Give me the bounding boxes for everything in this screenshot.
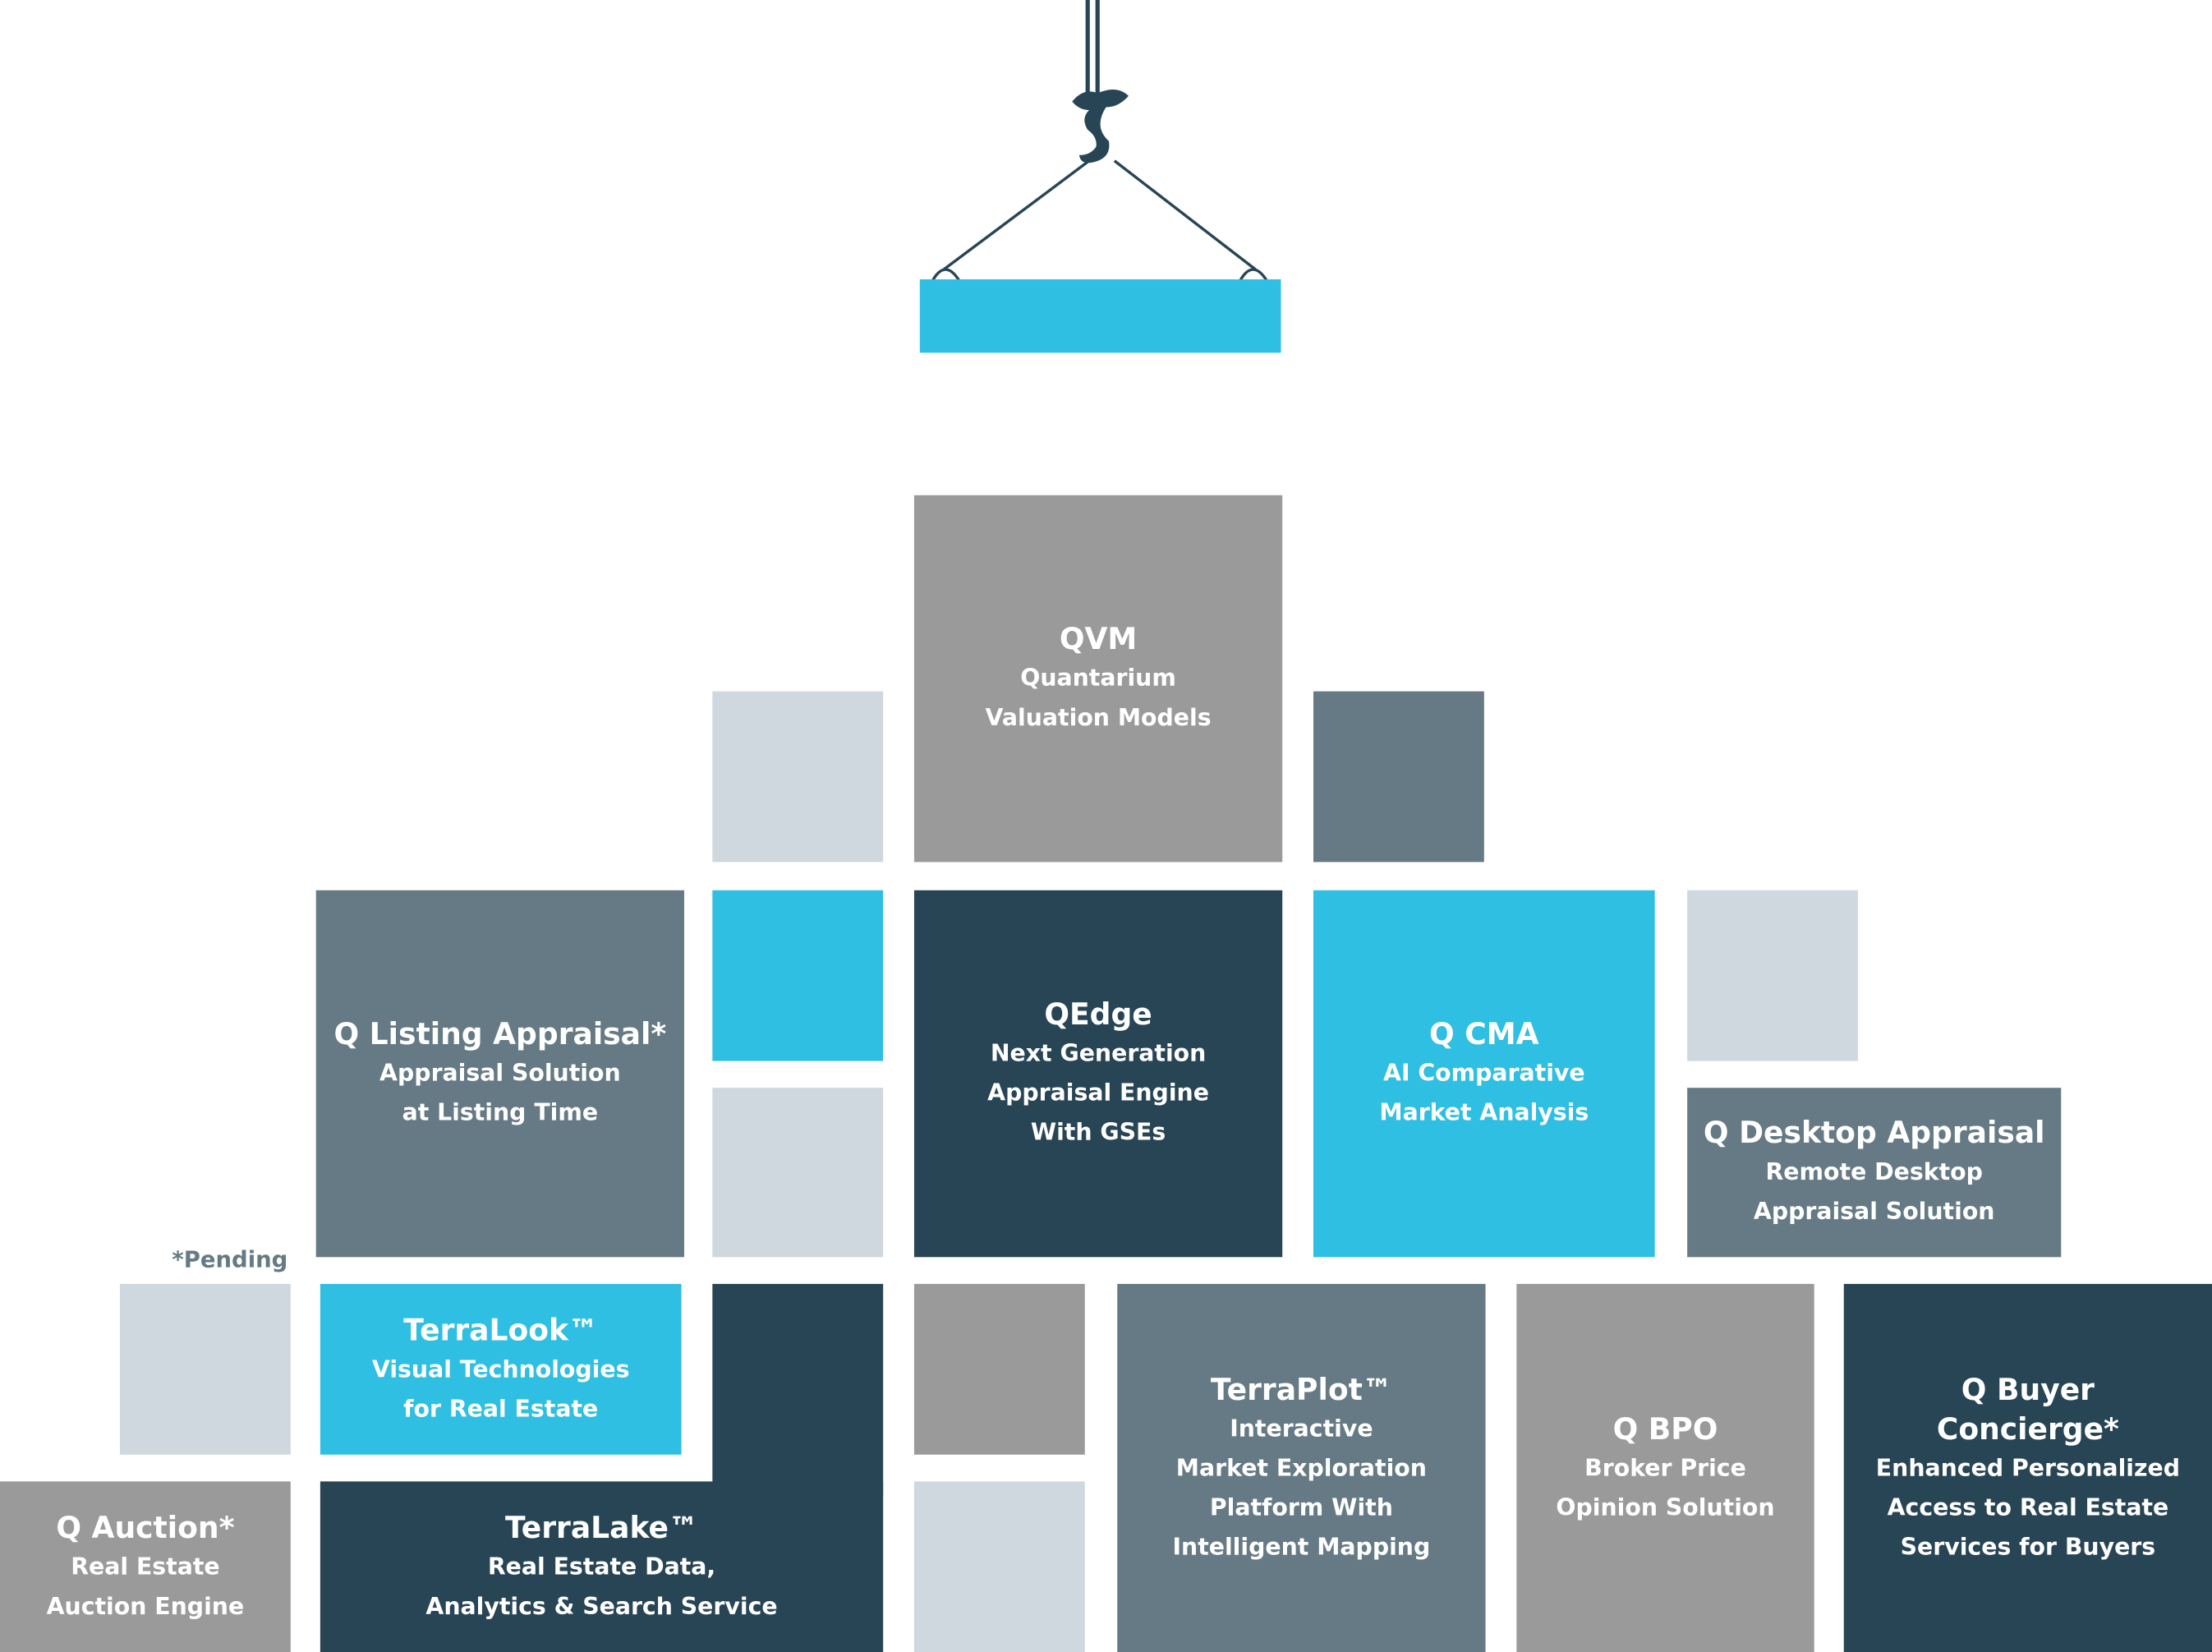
block-title: Q Auction* [56, 1510, 235, 1544]
block-q-auction: Q Auction* Real Estate Auction Engine [0, 1481, 291, 1652]
block-title: Q CMA [1429, 1017, 1539, 1051]
block-title: Q Listing Appraisal* [333, 1017, 667, 1051]
block-desc: Enhanced Personalized [1875, 1453, 2181, 1481]
spacer-block [1687, 890, 1858, 1061]
block-desc: With GSEs [1030, 1118, 1166, 1146]
hanging-beam [919, 279, 1281, 353]
block-desc: Appraisal Solution [379, 1059, 621, 1087]
sling-left [942, 159, 1090, 271]
block-q-desktop-appraisal: Q Desktop Appraisal Remote Desktop Appra… [1687, 1088, 2062, 1258]
block-title: TerraPlot™ [1210, 1372, 1392, 1406]
block-desc: Real Estate [71, 1553, 220, 1580]
spacer-block [712, 890, 884, 1061]
block-qedge: QEdge Next Generation Appraisal Engine W… [913, 890, 1283, 1258]
block-desc: Services for Buyers [1900, 1533, 2156, 1560]
spacer-block [712, 1283, 884, 1496]
block-title: TerraLake™ [504, 1510, 699, 1544]
block-desc: Real Estate Data, [487, 1553, 716, 1580]
block-desc: Opinion Solution [1556, 1493, 1775, 1521]
block-desc: Analytics & Search Service [425, 1592, 778, 1619]
shackle-right [1239, 268, 1268, 282]
block-desc: Valuation Models [985, 704, 1212, 731]
block-desc: Access to Real Estate [1887, 1493, 2169, 1521]
block-desc: Next Generation [990, 1039, 1207, 1067]
pending-note: *Pending [172, 1245, 288, 1273]
spacer-block [712, 691, 884, 863]
spacer-block [1313, 691, 1484, 863]
block-title: QVM [1059, 622, 1138, 656]
block-desc: for Real Estate [403, 1394, 599, 1422]
block-terralook: TerraLook™ Visual Technologies for Real … [320, 1283, 682, 1455]
block-desc: Appraisal Solution [1753, 1198, 1995, 1225]
hook-shape [1072, 89, 1129, 163]
block-desc: Interactive [1230, 1414, 1373, 1442]
block-title: QEdge [1044, 997, 1152, 1032]
block-desc: Market Exploration [1175, 1453, 1427, 1481]
block-title: Q Desktop Appraisal [1703, 1116, 2045, 1150]
block-desc: Intelligent Mapping [1172, 1533, 1431, 1560]
spacer-block [119, 1283, 291, 1455]
block-desc: Market Analysis [1379, 1098, 1589, 1126]
block-desc: Remote Desktop [1765, 1158, 1983, 1185]
block-desc: Visual Technologies [371, 1355, 630, 1383]
block-desc: at Listing Time [402, 1098, 599, 1126]
sling-right [1113, 159, 1257, 271]
spacer-block [913, 1481, 1085, 1652]
block-q-cma: Q CMA AI Comparative Market Analysis [1313, 890, 1655, 1258]
spacer-block [712, 1088, 884, 1258]
block-desc: Appraisal Engine [987, 1079, 1209, 1107]
block-q-bpo: Q BPO Broker Price Opinion Solution [1516, 1283, 1814, 1652]
block-desc: Quantarium [1020, 664, 1176, 692]
block-title: TerraLook™ [403, 1313, 599, 1347]
block-desc: Auction Engine [46, 1592, 245, 1619]
block-title: Q Buyer Concierge* [1936, 1372, 2119, 1446]
block-title: Q BPO [1612, 1411, 1718, 1446]
block-qvm: QVM Quantarium Valuation Models [913, 495, 1283, 863]
block-desc: Platform With [1209, 1493, 1393, 1521]
block-q-listing-appraisal: Q Listing Appraisal* Appraisal Solution … [315, 890, 684, 1258]
block-terraplot: TerraPlot™ Interactive Market Exploratio… [1117, 1283, 1486, 1652]
shackle-left [931, 268, 961, 282]
block-terralake: TerraLake™ Real Estate Data, Analytics &… [320, 1481, 884, 1652]
block-desc: Broker Price [1584, 1453, 1746, 1481]
spacer-block [913, 1283, 1085, 1455]
block-desc: AI Comparative [1383, 1059, 1585, 1087]
crane-hook-icon [919, 0, 1281, 353]
block-q-buyer-concierge: Q Buyer Concierge* Enhanced Personalized… [1843, 1283, 2212, 1652]
